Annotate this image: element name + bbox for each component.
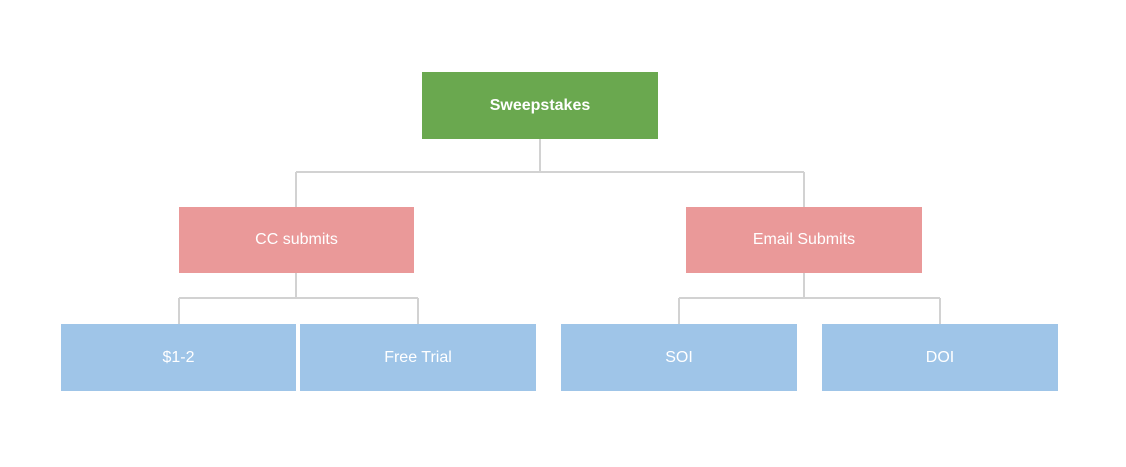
node-sweepstakes-label: Sweepstakes [489, 96, 591, 114]
node-email-submits-label: Email Submits [752, 231, 856, 248]
node-doi-label: DOI [925, 348, 955, 366]
node-cc-submits: CC submits [179, 207, 414, 273]
node-soi-label: SOI [665, 348, 693, 366]
node-sweepstakes: Sweepstakes [422, 72, 658, 139]
node-1-2: $1-2 [61, 324, 296, 391]
node-cc-submits-label: CC submits [255, 231, 338, 248]
node-free-trial: Free Trial [300, 324, 536, 391]
node-email-submits: Email Submits [686, 207, 922, 273]
node-free-trial-label: Free Trial [384, 348, 452, 366]
node-soi: SOI [561, 324, 797, 391]
node-doi: DOI [822, 324, 1058, 391]
node-1-2-label: $1-2 [162, 348, 195, 366]
